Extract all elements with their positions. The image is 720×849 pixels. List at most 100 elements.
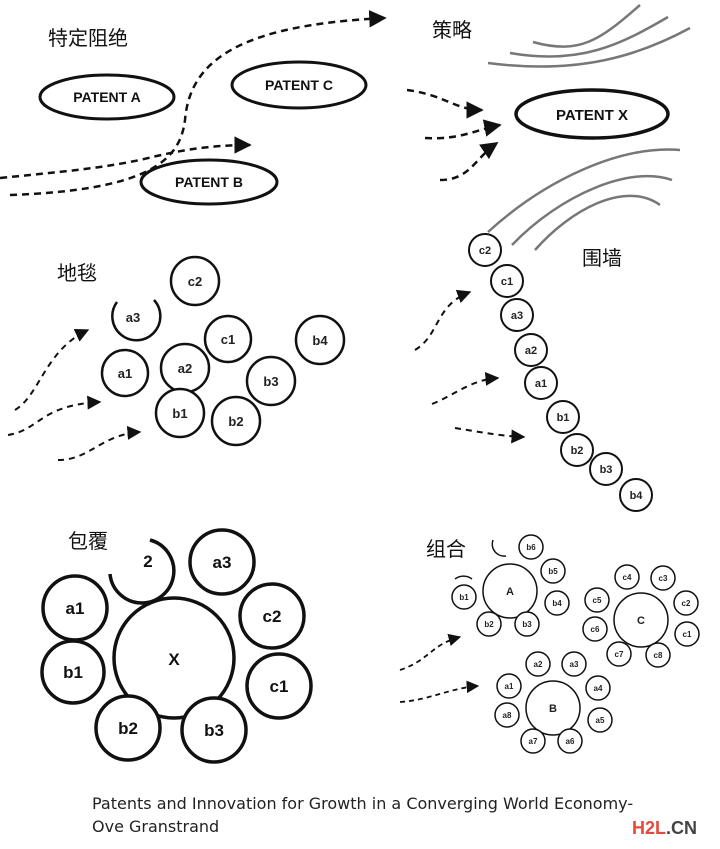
patent-node (544, 590, 570, 616)
node-label: a1 (66, 599, 85, 618)
panel-title-combination: 组合 (426, 537, 466, 561)
patent-node (454, 575, 473, 580)
center-label: X (168, 650, 180, 669)
node-label: a2 (525, 345, 537, 357)
route-arrow (9, 10, 387, 197)
patent-node (585, 675, 611, 701)
panel-combination: 组合 (399, 534, 700, 754)
panel-title-fencing: 围墙 (582, 246, 622, 270)
node-label: b2 (228, 414, 243, 429)
patent-node (514, 611, 540, 637)
node-label: b1 (459, 593, 469, 602)
route-arrow (7, 395, 102, 436)
patent-node (500, 298, 534, 332)
patent-node (546, 400, 580, 434)
node-label: a3 (213, 553, 232, 572)
node-label: c1 (683, 630, 692, 639)
caption-line: Patents and Innovation for Growth in a C… (92, 794, 634, 813)
node-label: a1 (505, 682, 514, 691)
patent-ellipse (230, 60, 368, 110)
route-arrow (424, 119, 502, 140)
patent-node (540, 558, 566, 584)
node-label: b2 (118, 719, 138, 738)
node-label: b4 (552, 599, 562, 608)
cluster-center (482, 563, 538, 619)
panel-title-blanketing: 地毯 (57, 261, 97, 285)
patent-node (468, 233, 502, 267)
caption-line: Ove Granstrand (92, 817, 220, 836)
node-label: c1 (221, 332, 235, 347)
node-label: a7 (529, 737, 538, 746)
node-label: c2 (682, 599, 691, 608)
patent-node (584, 587, 610, 613)
patent-node (180, 696, 248, 764)
node-label: a5 (596, 716, 605, 725)
node-label: a3 (570, 660, 579, 669)
watermark-part: H2L (632, 818, 667, 838)
watermark-part: .CN (666, 818, 698, 838)
panel-blocking: 特定阻绝 PATENT A PATENT C PATENT B (0, 10, 387, 206)
patent-node (589, 452, 623, 486)
panel-title-strategic: 策略 (432, 18, 472, 42)
node-label: b3 (522, 620, 532, 629)
patent-node (514, 333, 548, 367)
patent-node (203, 314, 253, 364)
patent-node (210, 395, 262, 447)
node-label: b3 (204, 721, 224, 740)
node-label: b2 (484, 620, 494, 629)
patent-node (188, 528, 256, 596)
node-label: b4 (630, 490, 644, 502)
patent-ellipse (38, 73, 176, 121)
route-arrow (406, 88, 484, 119)
patent-node (451, 584, 477, 610)
site-watermark: H2L.CN (632, 818, 697, 839)
patent-node (606, 641, 632, 667)
patent-node (557, 728, 583, 754)
patent-strategy-diagram: 特定阻绝 PATENT A PATENT C PATENT B 策略 PATEN… (0, 4, 700, 764)
node-label: a3 (511, 310, 523, 322)
patent-label: PATENT C (265, 77, 333, 93)
node-label: c8 (654, 651, 663, 660)
patent-center (112, 596, 236, 720)
center-label: B (549, 703, 557, 715)
patent-node (560, 433, 594, 467)
patent-node (582, 616, 608, 642)
node-label: c6 (591, 625, 600, 634)
panel-surrounding: 包覆 2 a3 a1 c2 X b1 c1 b2 b3 (40, 528, 313, 764)
route-arrow (399, 633, 462, 671)
fence-curves-top (487, 4, 691, 251)
patent-label: PATENT B (175, 174, 243, 190)
node-label: b1 (63, 663, 83, 682)
patent-node (520, 728, 546, 754)
panel-blanketing: 地毯 c2 a3 c1 b4 a1 a2 b3 b1 b2 (7, 255, 346, 461)
patent-node (619, 478, 653, 512)
patent-node (490, 264, 524, 298)
patent-node (525, 651, 551, 677)
node-label: a4 (594, 684, 603, 693)
patent-node (111, 299, 162, 342)
panel-title-blocking: 特定阻绝 (48, 26, 128, 50)
node-label: b3 (600, 464, 613, 476)
node-label: b5 (548, 567, 558, 576)
node-label: c2 (263, 607, 282, 626)
patent-node (496, 673, 522, 699)
node-label: b2 (571, 445, 584, 457)
patent-node (245, 355, 297, 407)
patent-node (238, 582, 306, 650)
node-label: a8 (503, 711, 512, 720)
node-label: a2 (534, 660, 543, 669)
patent-node (94, 694, 162, 762)
route-arrow (414, 289, 472, 351)
patent-ellipse (139, 158, 279, 206)
patent-node (40, 639, 106, 705)
patent-node (674, 621, 700, 647)
route-arrow (57, 425, 142, 461)
patent-node (587, 707, 613, 733)
route-arrow (454, 427, 526, 444)
route-arrow (14, 328, 90, 411)
center-label: A (506, 586, 514, 598)
panel-strategic: 策略 PATENT X (406, 4, 691, 251)
node-label: b3 (263, 374, 278, 389)
node-label: c2 (479, 245, 491, 257)
patent-node (524, 366, 558, 400)
